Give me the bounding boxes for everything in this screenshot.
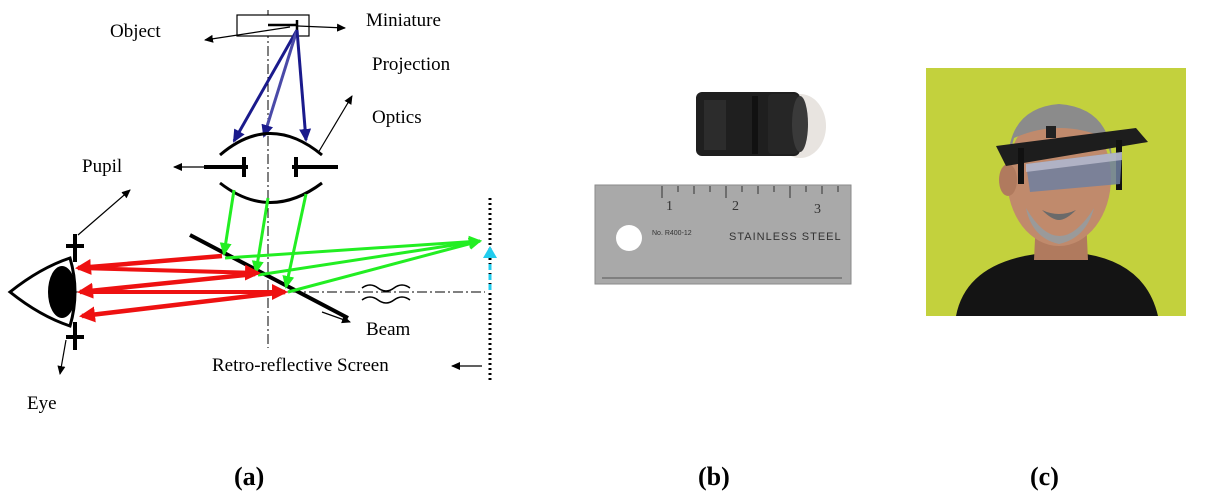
- object-pointer-arrow: [204, 26, 291, 43]
- panel-c-photo: [926, 68, 1186, 316]
- caption-c: (c): [1030, 462, 1059, 491]
- ruler-stainless-steel-text: STAINLESS STEEL: [729, 231, 842, 243]
- ruler-inch-3: 3: [814, 202, 821, 217]
- projection-pupil-stop: [204, 157, 338, 177]
- ruler-inch-2: 2: [732, 199, 739, 214]
- panel-a-diagram: Object Miniature Projection Optics Pupil…: [0, 0, 520, 420]
- ruler-part-number: No. R400-12: [652, 230, 692, 237]
- caption-a: (a): [234, 462, 265, 491]
- label-beam: Beam: [366, 319, 411, 340]
- panel-b-photo: 1 2 3 No. R400-12 STAINLESS STEEL: [592, 80, 854, 286]
- caption-b: (b): [698, 462, 730, 491]
- label-projection: Projection: [372, 54, 451, 75]
- optical-diagram-svg: [7, 10, 497, 382]
- person-wearing-display-photo: [926, 68, 1186, 316]
- label-retro-reflective-screen: Retro-reflective Screen: [212, 355, 389, 376]
- projection-optics-lower-lens: [219, 181, 323, 204]
- eye-pupil-pointer-arrow: [77, 189, 131, 236]
- projector-on-ruler-photo: [594, 92, 852, 285]
- eye-drawing: [7, 234, 84, 350]
- eye-pointer-arrow: [57, 339, 67, 375]
- beam-pointer-arrow: [321, 311, 351, 324]
- label-pupil: Pupil: [82, 156, 123, 177]
- screen-image-marker: [483, 246, 497, 258]
- miniature-pointer-arrow: [297, 23, 346, 32]
- beam-splitter: [189, 233, 349, 320]
- display-rays: [232, 29, 312, 143]
- ruler-inch-1: 1: [666, 199, 673, 214]
- distance-break-mark: [361, 284, 411, 292]
- projection-optics-upper-lens: [219, 132, 323, 157]
- optics-pointer-arrow: [317, 95, 353, 154]
- label-miniature: Miniature: [366, 10, 441, 31]
- label-optics: Optics: [372, 107, 422, 128]
- projected-rays: [219, 189, 482, 294]
- label-eye: Eye: [27, 393, 57, 414]
- retro-reflected-rays: [75, 253, 288, 323]
- label-object: Object: [110, 21, 161, 42]
